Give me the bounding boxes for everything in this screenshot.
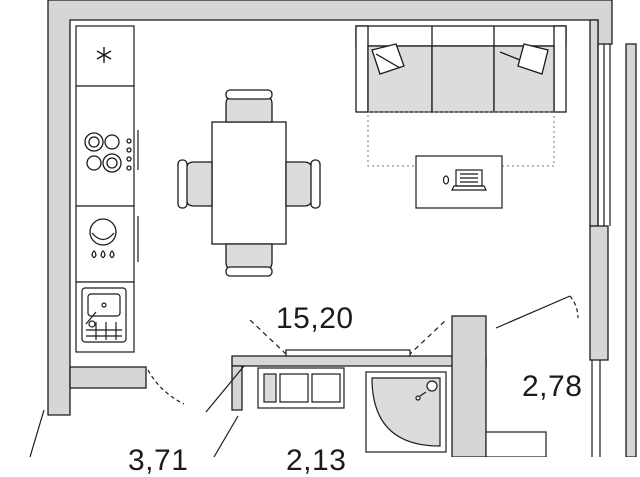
- snowflake-icon: [96, 47, 112, 63]
- partition-bath-top: [231, 355, 487, 367]
- kitchen-counter: [75, 25, 139, 353]
- media-table: [415, 155, 503, 209]
- doors: [29, 295, 579, 457]
- dining-set: [177, 89, 321, 277]
- dining-table: [211, 121, 287, 245]
- room-area-bath: 2,13: [286, 444, 347, 477]
- cushion-left: [371, 43, 405, 75]
- chair-top: [225, 95, 273, 123]
- burner-icon: [84, 132, 104, 152]
- sink-icon: [81, 287, 127, 343]
- sofa: [355, 25, 567, 113]
- burner-icon: [86, 155, 102, 171]
- washer-icon: [89, 218, 117, 259]
- oven-cell: [75, 205, 135, 283]
- room-area-main: 15,20: [276, 302, 354, 335]
- balcony-wall-right: [625, 43, 637, 457]
- chair-right: [285, 161, 313, 207]
- hob-burners: [84, 132, 132, 173]
- chair-left: [185, 161, 213, 207]
- left-wall-lower: [69, 366, 147, 389]
- balcony-block: [485, 431, 547, 457]
- room-area-balcony: 2,78: [522, 370, 583, 403]
- chair-bottom: [225, 243, 273, 271]
- partition-bath-left: [231, 365, 243, 411]
- shower-tray: [365, 371, 447, 453]
- floor-plan: [29, 0, 637, 457]
- bath-cabinet: [257, 367, 345, 409]
- hob-cell: [75, 85, 135, 207]
- burner-icon: [102, 153, 122, 173]
- burner-icon: [104, 134, 120, 150]
- cushion-right: [517, 43, 549, 75]
- partition-right: [451, 315, 487, 457]
- walls: [47, 0, 637, 457]
- windows: [591, 44, 611, 457]
- right-wall-pillar: [589, 225, 609, 361]
- right-wall-upper: [589, 19, 599, 227]
- room-area-hall: 3,71: [128, 444, 189, 477]
- laptop-icon: [451, 169, 487, 191]
